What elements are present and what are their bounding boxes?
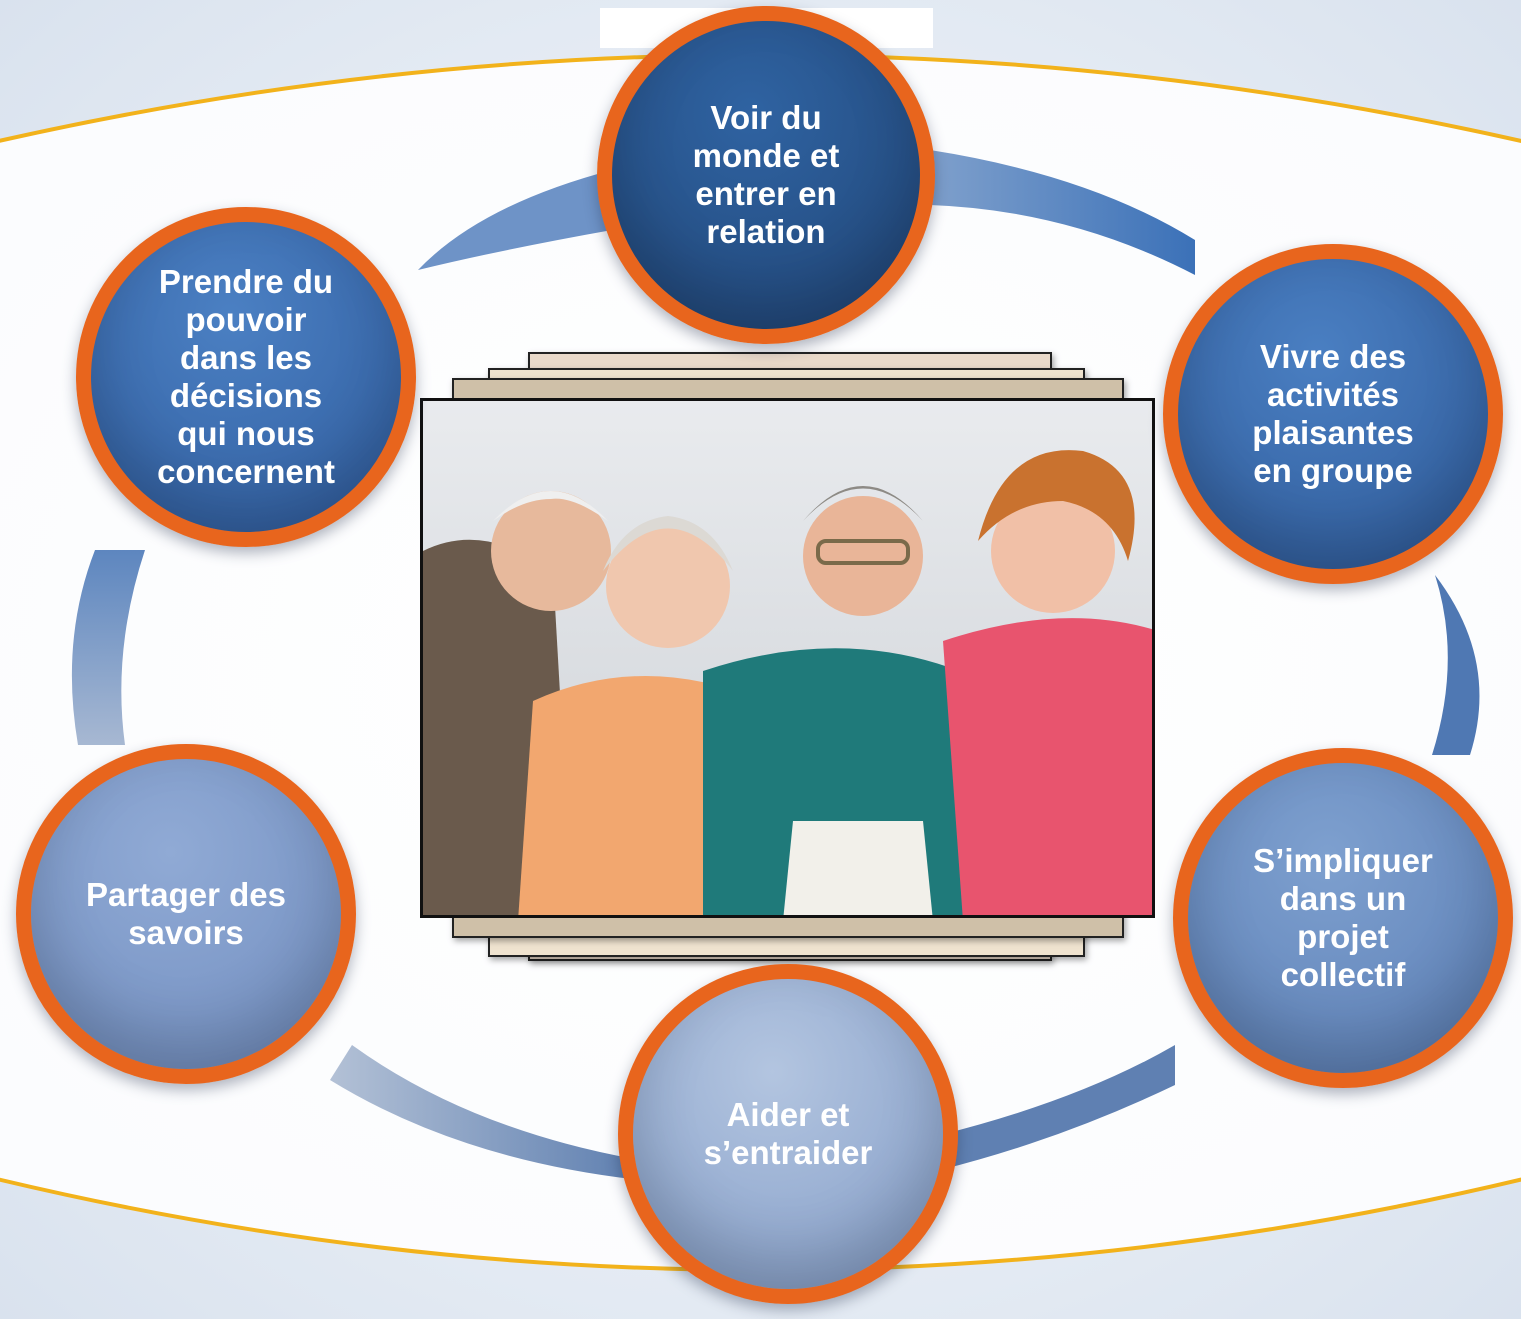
node-partager-des-savoirs-label: Partager des savoirs — [86, 876, 286, 951]
arc-top-right — [930, 150, 1195, 275]
group-photo — [420, 398, 1155, 918]
arc-bottom-right — [940, 1045, 1175, 1170]
node-vivre-des-activites-label: Vivre des activités plaisantes en groupe — [1252, 338, 1414, 489]
arc-right — [1432, 575, 1480, 755]
node-prendre-du-pouvoir: Prendre du pouvoir dans les décisions qu… — [76, 207, 416, 547]
node-partager-des-savoirs: Partager des savoirs — [16, 744, 356, 1084]
arc-top-left — [418, 170, 612, 270]
group-photo-icon — [423, 401, 1152, 915]
arc-bottom-left — [330, 1045, 640, 1180]
node-vivre-des-activites: Vivre des activités plaisantes en groupe — [1163, 244, 1503, 584]
node-s-impliquer: S’impliquer dans un projet collectif — [1173, 748, 1513, 1088]
node-voir-du-monde: Voir du monde et entrer en relation — [597, 6, 935, 344]
arc-left — [71, 550, 145, 745]
node-s-impliquer-label: S’impliquer dans un projet collectif — [1253, 842, 1433, 993]
node-aider-et-s-entraider: Aider et s’entraider — [618, 964, 958, 1304]
node-prendre-du-pouvoir-label: Prendre du pouvoir dans les décisions qu… — [157, 263, 335, 490]
node-aider-et-s-entraider-label: Aider et s’entraider — [703, 1096, 873, 1171]
node-voir-du-monde-label: Voir du monde et entrer en relation — [692, 99, 840, 250]
